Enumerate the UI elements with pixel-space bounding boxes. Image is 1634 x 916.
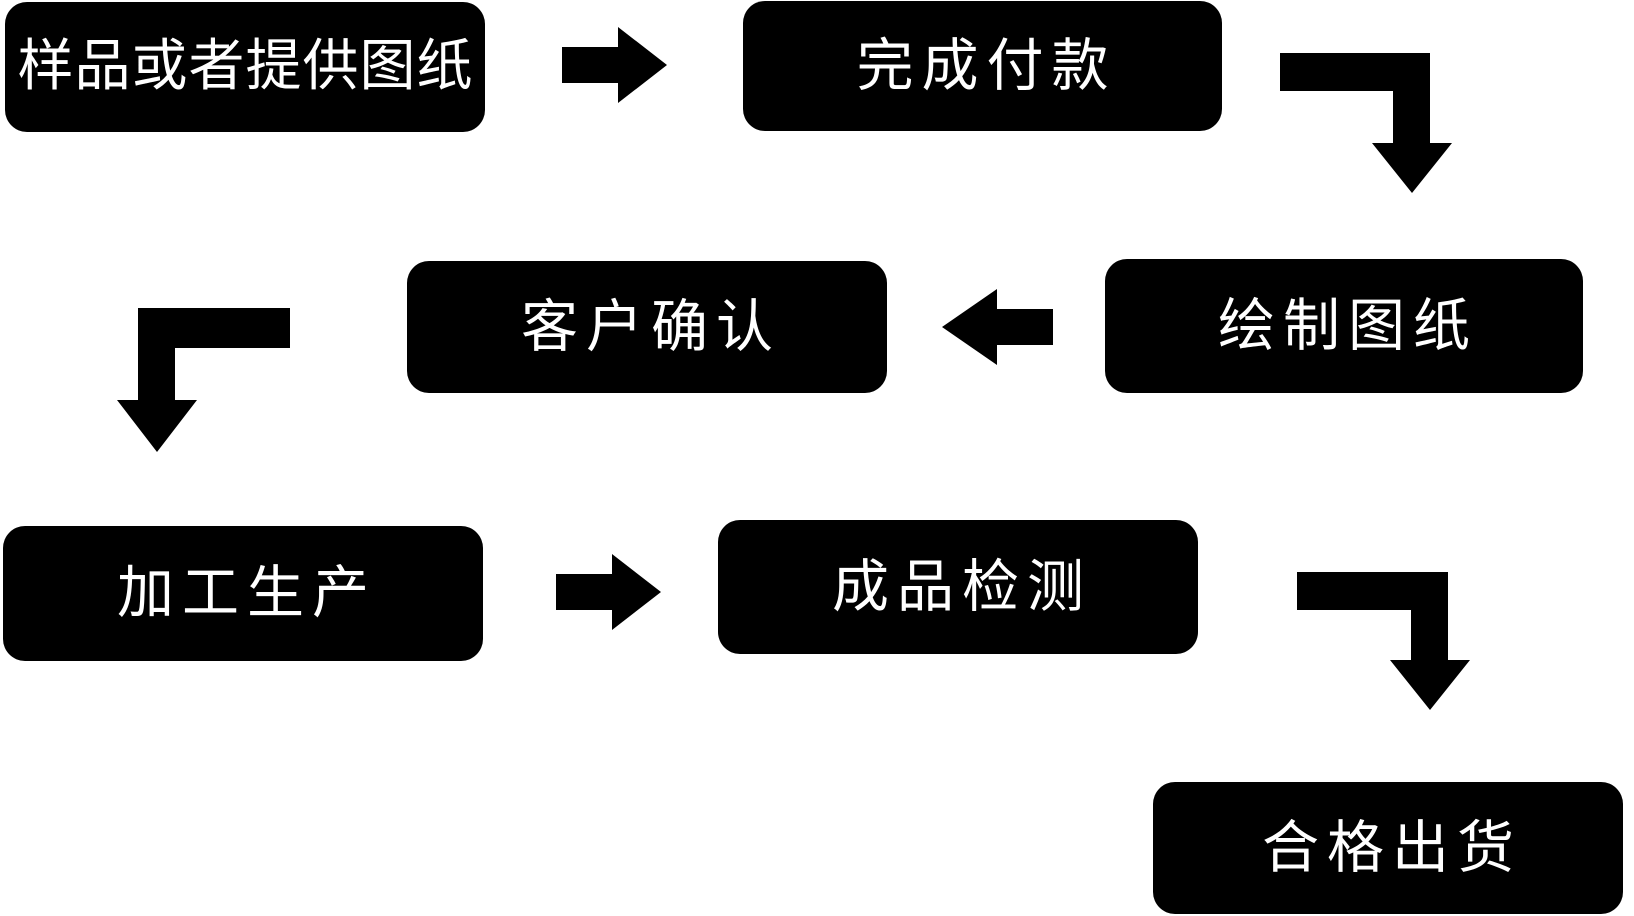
flow-node-draw-drawing: 绘制图纸 <box>1105 259 1583 393</box>
flow-node-production: 加工生产 <box>3 526 483 661</box>
flow-node-label: 完成付款 <box>856 32 1117 99</box>
flow-node-label: 成品检测 <box>832 553 1092 620</box>
flow-node-inspection: 成品检测 <box>718 520 1198 654</box>
flow-node-label: 加工生产 <box>117 560 377 626</box>
flow-node-label: 客户确认 <box>521 293 781 360</box>
flow-node-label: 合格出货 <box>1262 814 1522 881</box>
arrow-sample-to-payment <box>562 27 667 103</box>
flow-node-shipment: 合格出货 <box>1153 782 1623 914</box>
flow-node-sample-or-drawing: 样品或者提供图纸 <box>5 2 485 132</box>
flow-node-label: 绘制图纸 <box>1218 292 1478 359</box>
arrow-drawing-to-confirm <box>942 289 1053 365</box>
elbow-arrow-confirm-to-production <box>117 308 290 452</box>
arrow-production-to-inspection <box>556 554 661 630</box>
elbow-arrow-inspection-to-shipment <box>1297 572 1470 710</box>
flow-node-label: 样品或者提供图纸 <box>17 34 474 99</box>
flow-node-customer-confirm: 客户确认 <box>407 261 887 393</box>
flow-node-payment: 完成付款 <box>743 1 1222 131</box>
elbow-arrow-payment-to-drawing <box>1280 53 1452 193</box>
